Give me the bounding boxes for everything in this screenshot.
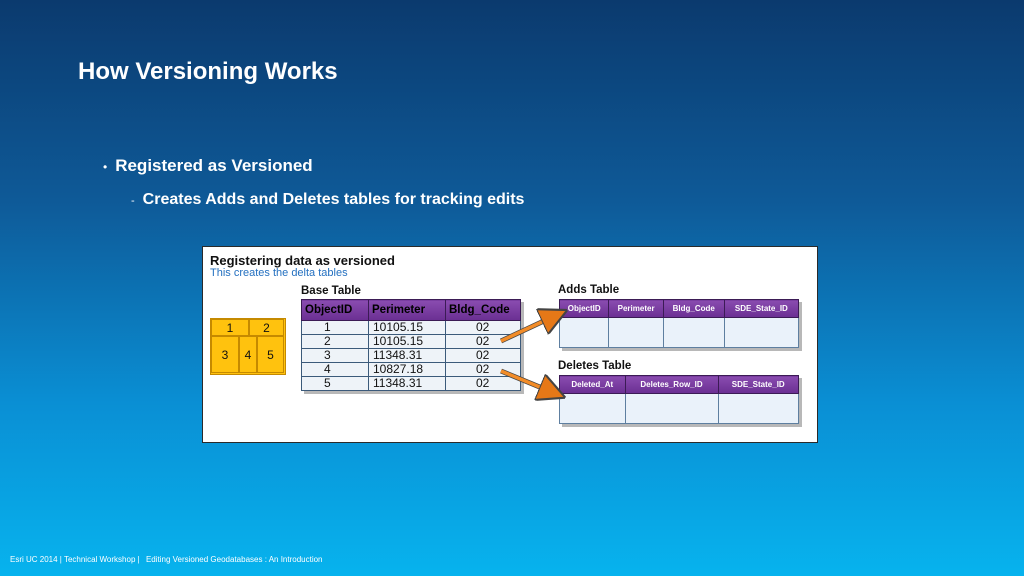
table-cell: 10105.15 bbox=[368, 320, 446, 335]
parcel-cell: 1 bbox=[211, 319, 249, 336]
deletes-col-header: Deletes_Row_ID bbox=[624, 375, 719, 394]
bullet-creates-text: Creates Adds and Deletes tables for trac… bbox=[142, 191, 525, 208]
slide-title: How Versioning Works bbox=[78, 58, 338, 85]
base-table: ObjectID Perimeter Bldg_Code 1 10105.15 … bbox=[301, 299, 521, 391]
table-cell bbox=[608, 317, 664, 348]
base-col-header: Bldg_Code bbox=[445, 299, 521, 321]
diagram-subtitle: This creates the delta tables bbox=[210, 267, 348, 279]
versioning-diagram: Registering data as versioned This creat… bbox=[202, 246, 818, 443]
bullet-creates: - Creates Adds and Deletes tables for tr… bbox=[131, 191, 524, 209]
diagram-title: Registering data as versioned bbox=[210, 253, 395, 268]
bullet-registered-text: Registered as Versioned bbox=[115, 156, 313, 175]
parcel-cell: 4 bbox=[239, 336, 257, 373]
footer-event: Esri UC 2014 | Technical Workshop | bbox=[10, 555, 140, 564]
parcel-cell: 5 bbox=[257, 336, 284, 373]
parcel-map: 1 2 3 4 5 bbox=[210, 318, 286, 375]
table-cell bbox=[662, 317, 725, 348]
bullet-registered: • Registered as Versioned bbox=[103, 156, 313, 176]
table-cell: 10105.15 bbox=[368, 334, 446, 349]
table-row: 4 10827.18 02 bbox=[301, 362, 521, 377]
deletes-table-label: Deletes Table bbox=[558, 360, 632, 372]
bullet-dash-icon: - bbox=[131, 195, 135, 207]
base-col-header: Perimeter bbox=[368, 299, 446, 321]
delta-arrows bbox=[499, 247, 817, 442]
bullet-dot-icon: • bbox=[103, 160, 108, 174]
parcel-cell: 3 bbox=[211, 336, 239, 373]
adds-table-label: Adds Table bbox=[558, 284, 620, 296]
table-cell: 02 bbox=[445, 348, 521, 363]
table-cell bbox=[624, 393, 719, 424]
adds-col-header: SDE_State_ID bbox=[723, 299, 800, 318]
deletes-table: Deleted_At Deletes_Row_ID SDE_State_ID bbox=[559, 375, 799, 424]
table-cell: 02 bbox=[445, 376, 521, 391]
table-row: 5 11348.31 02 bbox=[301, 376, 521, 391]
table-cell: 2 bbox=[301, 334, 369, 349]
table-cell: 10827.18 bbox=[368, 362, 446, 377]
table-cell bbox=[717, 393, 799, 424]
table-cell: 11348.31 bbox=[368, 376, 446, 391]
parcel-cell: 2 bbox=[249, 319, 284, 336]
footer: Esri UC 2014 | Technical Workshop | Edit… bbox=[10, 555, 327, 564]
adds-col-header: Bldg_Code bbox=[662, 299, 725, 318]
adds-table: ObjectID Perimeter Bldg_Code SDE_State_I… bbox=[558, 299, 800, 348]
footer-session: Editing Versioned Geodatabases : An Intr… bbox=[145, 555, 323, 564]
adds-col-header: Perimeter bbox=[608, 299, 664, 318]
table-cell: 11348.31 bbox=[368, 348, 446, 363]
table-cell bbox=[723, 317, 800, 348]
table-row bbox=[559, 393, 799, 424]
table-cell bbox=[559, 393, 626, 424]
base-table-label: Base Table bbox=[301, 285, 361, 297]
